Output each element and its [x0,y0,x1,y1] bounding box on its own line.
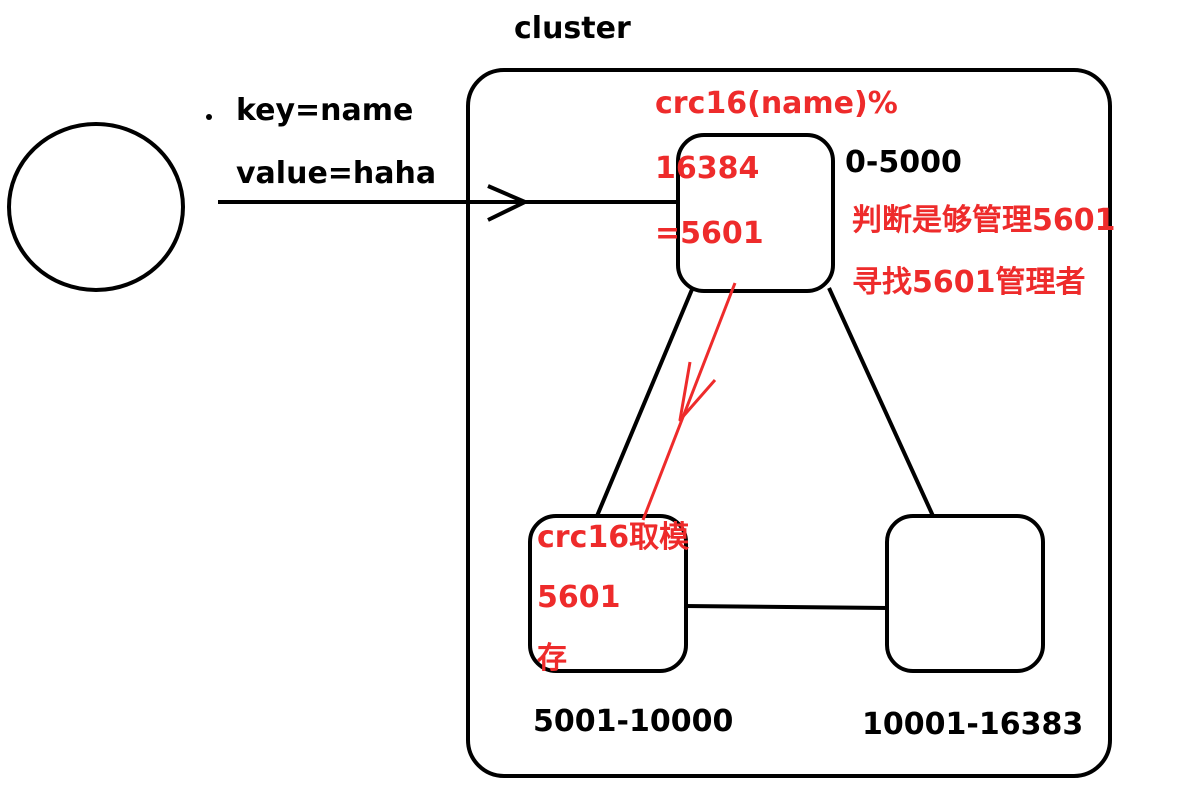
request-arrow-head [487,184,527,222]
top-note-1: 判断是够管理5601 [852,203,1116,238]
link-left-right [683,604,889,610]
client-value-text: value=haha [236,156,436,191]
bottom-left-note-1: crc16取模 [537,520,689,555]
link-top-left [595,286,695,517]
client-node [7,122,185,292]
calc-line-3: =5601 [655,216,764,251]
bullet-dot [206,114,212,120]
calc-line-1: crc16(name)% [655,86,898,121]
bottom-left-note-2: 5601 [537,580,621,615]
client-key-text: key=name [236,93,413,128]
cluster-box [466,68,1112,778]
link-top-right [827,287,935,517]
bottom-left-note-3: 存 [537,641,567,676]
node-top [676,133,835,293]
calc-line-2: 16384 [655,151,759,186]
redirect-arrow-line [641,282,737,521]
cluster-title: cluster [514,11,631,46]
node-bottom-left [528,514,688,673]
node-bottom-right-range: 10001-16383 [862,707,1083,742]
redirect-arrow-head [678,361,717,422]
node-bottom-left-range: 5001-10000 [533,704,733,739]
node-top-range: 0-5000 [845,145,962,180]
node-bottom-right [885,514,1045,673]
top-note-2: 寻找5601管理者 [852,265,1086,300]
